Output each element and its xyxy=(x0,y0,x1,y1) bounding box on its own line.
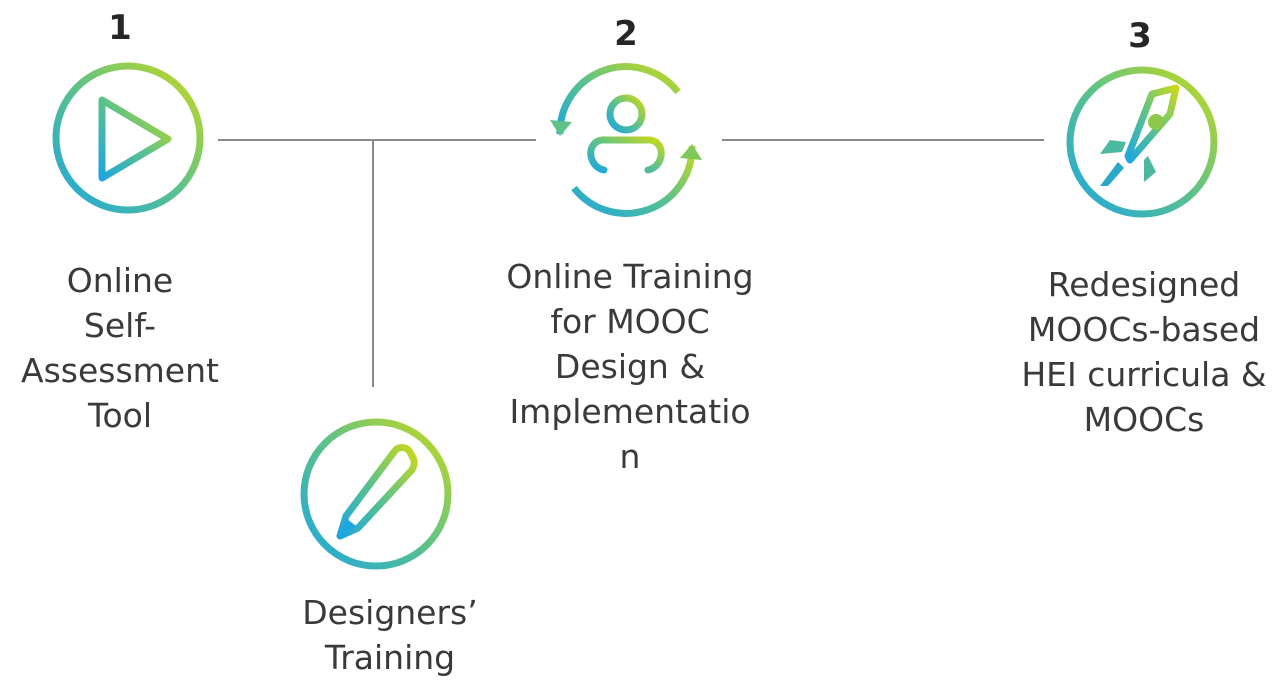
play-icon xyxy=(50,60,206,216)
step-2-number: 2 xyxy=(614,14,638,54)
connector-line-branch xyxy=(372,139,374,387)
step-1-number: 1 xyxy=(108,8,132,48)
connector-line-2-3 xyxy=(722,139,1044,141)
connector-line-1-2 xyxy=(218,139,536,141)
rocket-icon xyxy=(1064,64,1220,220)
pencil-icon xyxy=(298,416,454,572)
step-3-label: Redesigned MOOCs-based HEI curricula & M… xyxy=(1021,265,1267,439)
step-2-label: Online Training for MOOC Design & Implem… xyxy=(506,257,754,476)
step-3-number: 3 xyxy=(1128,16,1152,56)
branch-label: Designers’ Training xyxy=(302,593,478,677)
user-cycle-icon xyxy=(548,62,704,218)
step-1-label: Online Self- Assessment Tool xyxy=(21,261,219,435)
